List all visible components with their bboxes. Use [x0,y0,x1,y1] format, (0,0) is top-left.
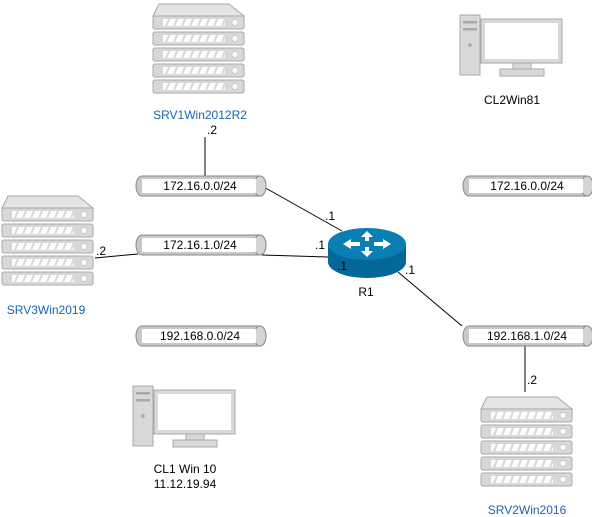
link-srv3-seg2 [94,253,139,259]
segment-label: 172.16.0.0/24 [490,179,564,193]
cl2-workstation-icon[interactable] [459,14,563,77]
link-label-srv1-seg1: .2 [207,123,217,137]
srv2-server-icon[interactable] [480,396,573,487]
link-label-srv3-seg2: .2 [96,244,106,258]
segment-label: 172.16.0.0/24 [163,179,237,193]
segment-label: 172.16.1.0/24 [163,238,237,252]
link-label-r1-seg2-inner: .1 [337,259,347,273]
segment-172-16-0-0-right[interactable]: 172.16.0.0/24 [462,175,592,197]
srv2-label: SRV2Win2016 [488,503,567,517]
link-label-r1-seg2: .1 [315,238,325,252]
link-label-r1-seg1: .1 [325,209,335,223]
srv3-server-icon[interactable] [1,195,94,286]
segment-172-16-1-0[interactable]: 172.16.1.0/24 [135,234,267,256]
segment-192-168-0-0[interactable]: 192.168.0.0/24 [135,325,267,347]
r1-label: R1 [358,285,374,299]
cl1-ip-label: 11.12.19.94 [154,477,217,491]
cl1-workstation-icon[interactable] [132,385,236,448]
cl1-label: CL1 Win 10 [154,462,217,476]
link-r1-seg5 [397,271,463,327]
link-label-r1-seg5: .1 [405,263,415,277]
cl2-label: CL2Win81 [484,93,540,107]
link-seg2-r1 [261,254,329,258]
links [94,137,526,392]
segment-label: 192.168.0.0/24 [160,329,240,343]
link-label-srv2-seg5: .2 [527,373,537,387]
segment-172-16-0-0-left[interactable]: 172.16.0.0/24 [135,175,267,197]
srv3-label: SRV3Win2019 [7,303,86,317]
segment-192-168-1-0[interactable]: 192.168.1.0/24 [462,325,592,347]
segment-label: 192.168.1.0/24 [487,329,567,343]
link-seg1-r1 [261,185,343,232]
srv1-server-icon[interactable] [152,3,245,94]
srv1-label: SRV1Win2012R2 [153,108,247,122]
r1-router-icon[interactable] [328,228,406,278]
